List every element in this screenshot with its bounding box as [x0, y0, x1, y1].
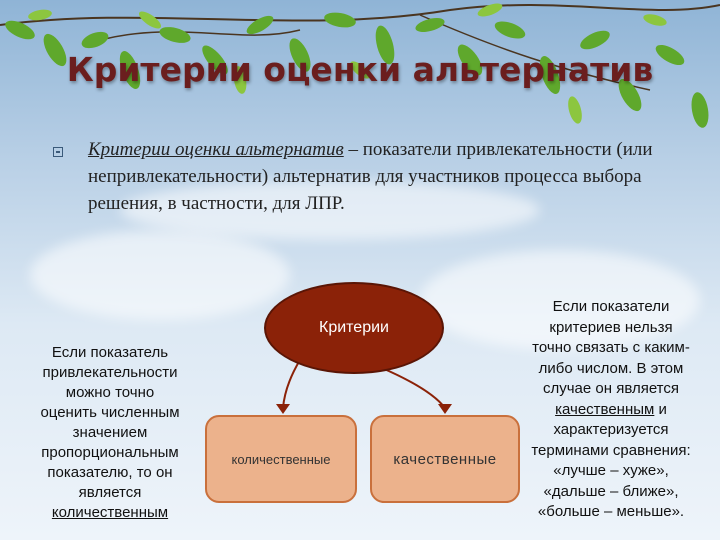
definition-text: – показатели привлекательности (или непр…: [88, 139, 653, 214]
qualitative-box: качественные: [370, 415, 520, 503]
note-line: оценить численным: [40, 404, 180, 421]
qualitative-label: качественные: [393, 450, 497, 468]
cloud-decoration: [120, 180, 540, 240]
note-line: точно связать с каким-: [532, 339, 690, 356]
criteria-oval: Критерии: [264, 282, 444, 374]
cloud-decoration: [30, 230, 290, 320]
quantitative-note: Если показатель привлекательности можно …: [20, 343, 200, 523]
quantitative-box: количественные: [205, 415, 357, 503]
note-underlined-term: количественным: [51, 504, 169, 521]
note-line: Если показатели: [552, 298, 670, 315]
note-line: случае он является: [542, 380, 679, 397]
note-line-tail: и: [654, 400, 667, 418]
leaves-decoration: [0, 3, 720, 128]
note-line: можно точно: [65, 384, 155, 401]
quantitative-label: количественные: [231, 451, 331, 467]
criteria-label: Критерии: [319, 319, 389, 336]
boxed-bullet-icon: [53, 147, 63, 157]
note-line: привлекательности: [42, 364, 178, 381]
note-line: качественным и: [502, 400, 720, 421]
note-line: либо числом. В этом: [538, 359, 684, 377]
note-line: значением: [72, 424, 148, 441]
note-line: пропорциональным: [41, 444, 179, 461]
note-line: показателю, то он: [47, 464, 173, 481]
note-line: Если показатель: [51, 344, 169, 361]
definition-term: Критерии оценки альтернатив: [88, 139, 344, 160]
note-line: «больше – меньше».: [537, 503, 685, 520]
note-line: характеризуется: [553, 421, 669, 438]
note-line: «лучше – хуже»,: [553, 462, 669, 479]
definition-paragraph: Критерии оценки альтернатив – показатели…: [88, 136, 688, 217]
note-line: является: [78, 484, 142, 501]
qualitative-note: Если показатели критериев нельзя точно с…: [502, 297, 720, 523]
note-line: «дальше – ближе»,: [543, 482, 679, 500]
note-underlined-term: качественным: [555, 400, 655, 418]
cloud-decoration: [420, 250, 700, 350]
slide-title: Критерии оценки альтернатив: [66, 50, 654, 89]
note-line: критериев нельзя: [549, 318, 673, 336]
note-line: терминами сравнения:: [531, 441, 691, 459]
